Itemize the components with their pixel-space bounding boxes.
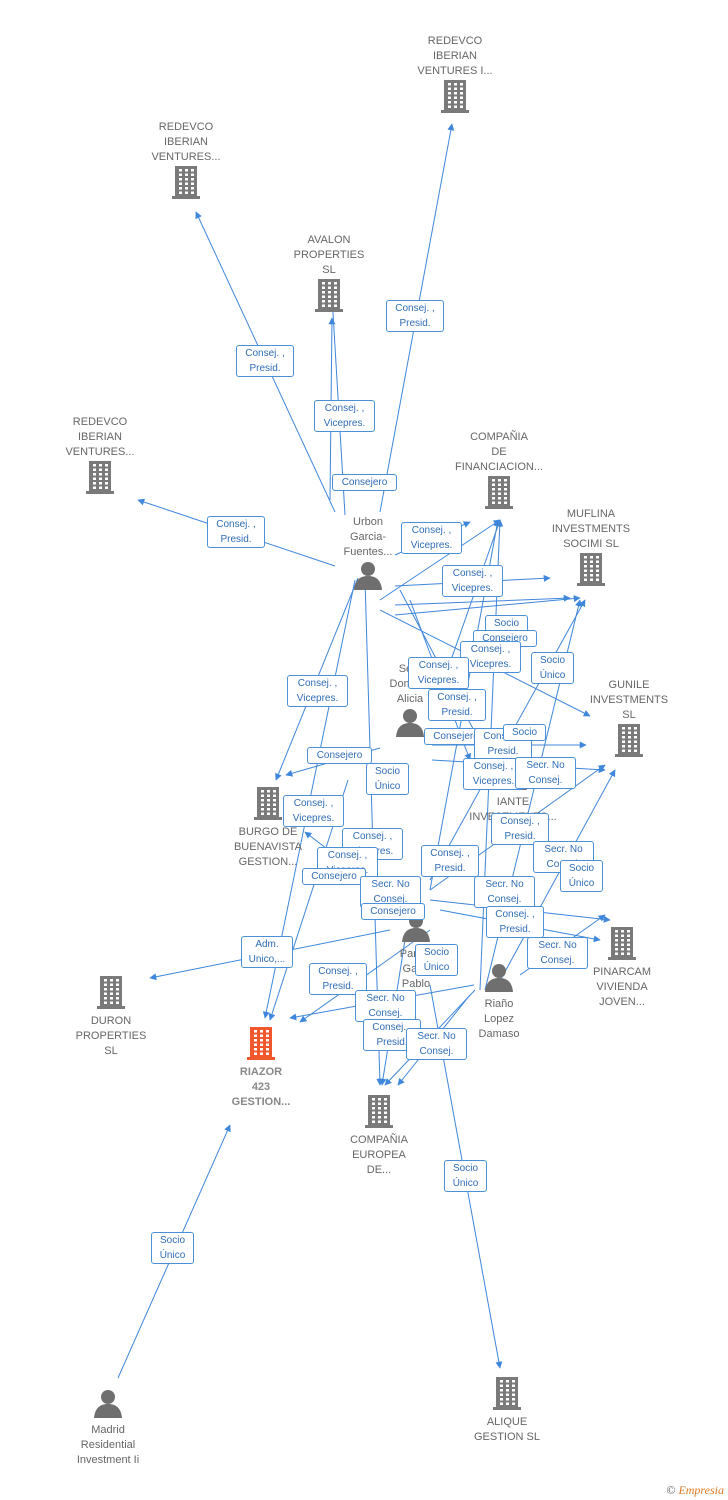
node-compania-de-financiacion[interactable]: COMPAÑIA DE FINANCIACION...	[444, 430, 554, 514]
node-label: BURGO DE BUENAVISTA GESTION...	[233, 826, 303, 868]
footer-brand[interactable]: © Empresia	[666, 1483, 724, 1498]
node-person-riano-lopez-damaso[interactable]: Riaño Lopez Damaso	[449, 962, 549, 1042]
edge-label[interactable]: Consej. , Vicepres.	[401, 522, 462, 554]
edge-label[interactable]: Socio	[503, 724, 546, 741]
node-label: DURON PROPERTIES SL	[75, 1015, 147, 1057]
edge-label[interactable]: Adm. Unico,...	[241, 936, 293, 968]
edge-label[interactable]: Consej. , Presid.	[421, 845, 479, 877]
edge-line	[379, 519, 501, 601]
person-icon	[93, 1388, 123, 1423]
node-duron-properties[interactable]: DURON PROPERTIES SL	[61, 975, 161, 1059]
node-redevco-iberian-ventures-3[interactable]: REDEVCO IBERIAN VENTURES...	[50, 415, 150, 499]
node-label: Urbon Garcia- Fuentes...	[343, 516, 393, 558]
edge-label[interactable]: Socio Único	[444, 1160, 487, 1192]
node-burgo-de-buenavista[interactable]: BURGO DE BUENAVISTA GESTION...	[218, 786, 318, 870]
node-label: AVALON PROPERTIES SL	[293, 234, 365, 276]
edge-label[interactable]: Secr. No Consej.	[474, 876, 535, 908]
node-redevco-iberian-ventures-i[interactable]: REDEVCO IBERIAN VENTURES I...	[405, 34, 505, 118]
node-label: MUFLINA INVESTMENTS SOCIMI SL	[551, 508, 631, 550]
person-icon	[395, 707, 425, 742]
building-icon	[493, 1376, 521, 1415]
building-icon	[441, 79, 469, 118]
edge-label[interactable]: Consej. , Presid.	[428, 689, 486, 721]
edge-label[interactable]: Consej. , Presid.	[309, 963, 367, 995]
edge-label[interactable]: Secr. No Consej.	[355, 990, 416, 1022]
edge-label[interactable]: Consej. , Vicepres.	[408, 657, 469, 689]
node-label: REDEVCO IBERIAN VENTURES I...	[417, 35, 493, 77]
edge-label[interactable]: Consej. , Vicepres.	[460, 641, 521, 673]
edge-label[interactable]: Consej. , Presid.	[363, 1019, 421, 1051]
edge-label[interactable]: Socio Único	[366, 763, 409, 795]
edge-label[interactable]: Consejero	[307, 747, 372, 764]
building-icon	[97, 975, 125, 1014]
node-redevco-iberian-ventures-2[interactable]: REDEVCO IBERIAN VENTURES...	[136, 120, 236, 204]
edge-label[interactable]: Socio Único	[415, 944, 458, 976]
copyright-symbol: ©	[666, 1483, 676, 1497]
person-icon	[484, 962, 514, 997]
building-icon	[315, 278, 343, 317]
node-riazor-423-gestion[interactable]: RIAZOR 423 GESTION...	[211, 1026, 311, 1110]
building-icon	[172, 165, 200, 204]
node-avalon-properties[interactable]: AVALON PROPERTIES SL	[279, 233, 379, 317]
building-icon	[365, 1094, 393, 1133]
building-icon	[577, 552, 605, 591]
node-label: GUNILE INVESTMENTS SL	[589, 679, 669, 721]
edge-line	[394, 594, 571, 606]
node-label: COMPAÑIA DE FINANCIACION...	[454, 431, 543, 473]
person-icon	[353, 560, 383, 595]
edge-label[interactable]: Consejero	[332, 474, 397, 491]
node-label: Madrid Residential Investment Ii	[76, 1424, 140, 1466]
edge-line	[394, 595, 581, 616]
node-label: ALIQUE GESTION SL	[473, 1416, 541, 1443]
node-label: PINARCAM VIVIENDA JOVEN...	[592, 966, 652, 1008]
building-icon	[254, 786, 282, 825]
edge-label[interactable]: Consej. , Vicepres.	[442, 565, 503, 597]
node-muflina-investments[interactable]: MUFLINA INVESTMENTS SOCIMI SL	[536, 507, 646, 591]
edge-label[interactable]: Consej. , Presid.	[491, 813, 549, 845]
edge-label[interactable]: Consej. , Vicepres.	[314, 400, 375, 432]
edge-label[interactable]: Secr. No Consej.	[406, 1028, 467, 1060]
edge-label[interactable]: Secr. No Consej.	[515, 757, 576, 789]
building-icon	[485, 475, 513, 514]
building-icon	[615, 723, 643, 762]
edge-label[interactable]: Consej. , Vicepres.	[287, 675, 348, 707]
edge-label[interactable]: Consejero	[361, 903, 425, 920]
edge-label[interactable]: Socio Único	[560, 860, 603, 892]
edge-label[interactable]: Consej. , Presid.	[386, 300, 444, 332]
brand-name: Empresia	[678, 1483, 724, 1497]
building-icon	[608, 926, 636, 965]
node-compania-europea[interactable]: COMPAÑIA EUROPEA DE...	[329, 1094, 429, 1178]
edge-label[interactable]: Consej. , Presid.	[236, 345, 294, 377]
building-icon	[86, 460, 114, 499]
edge-label[interactable]: Socio Único	[151, 1232, 194, 1264]
node-label: REDEVCO IBERIAN VENTURES...	[151, 121, 221, 163]
edge-label[interactable]: Consej. , Presid.	[486, 906, 544, 938]
node-pinarcam-vivienda-joven[interactable]: PINARCAM VIVIENDA JOVEN...	[572, 926, 672, 1010]
node-person-urbon-garcia-fuentes[interactable]: Urbon Garcia- Fuentes...	[318, 515, 418, 595]
building-icon	[247, 1026, 275, 1065]
node-label: REDEVCO IBERIAN VENTURES...	[65, 416, 135, 458]
node-label: COMPAÑIA EUROPEA DE...	[350, 1134, 408, 1176]
node-label: RIAZOR 423 GESTION...	[231, 1066, 291, 1108]
node-person-madrid-residential[interactable]: Madrid Residential Investment Ii	[56, 1388, 160, 1468]
node-label: Riaño Lopez Damaso	[478, 998, 520, 1040]
edge-line	[494, 769, 616, 991]
node-gunile-investments[interactable]: GUNILE INVESTMENTS SL	[574, 678, 684, 762]
edge-label[interactable]: Socio Único	[531, 652, 574, 684]
node-alique-gestion[interactable]: ALIQUE GESTION SL	[457, 1376, 557, 1445]
edge-label[interactable]: Consejero	[302, 868, 366, 885]
edge-label[interactable]: Secr. No Consej.	[527, 937, 588, 969]
edge-label[interactable]: Consej. , Presid.	[207, 516, 265, 548]
edge-label[interactable]: Consej. , Vicepres.	[283, 795, 344, 827]
